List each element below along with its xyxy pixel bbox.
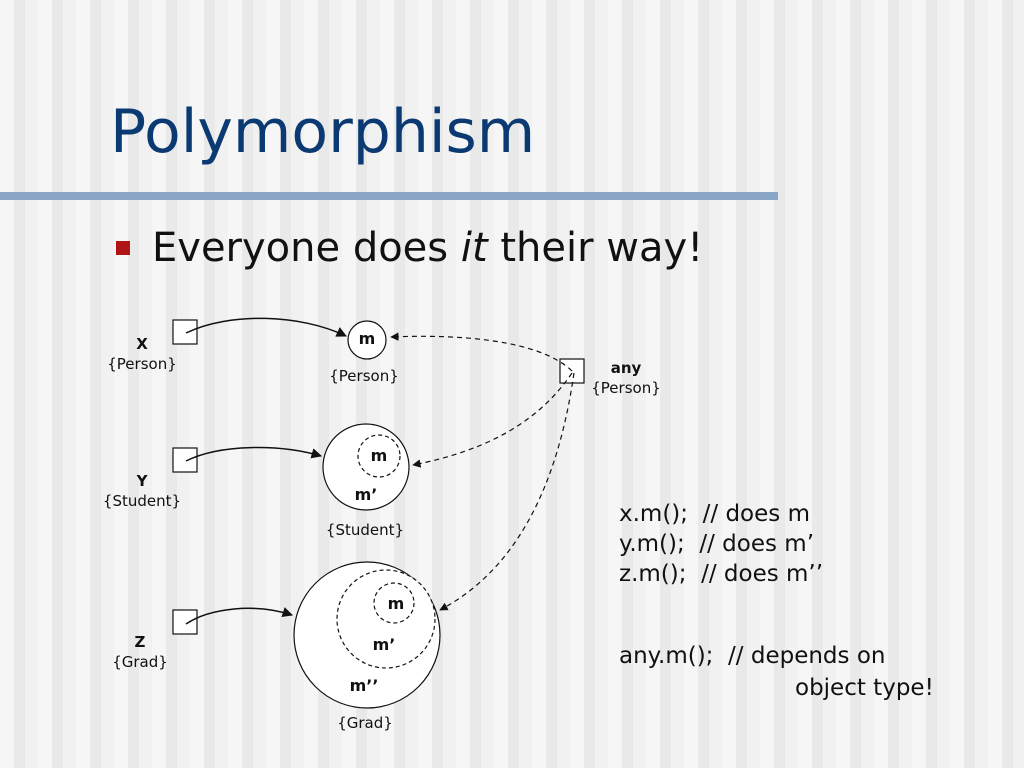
any-type-label: {Person} <box>591 379 661 397</box>
student-override-method-label: m’ <box>355 485 378 504</box>
y-reference-box <box>172 447 198 473</box>
bullet-text-before: Everyone does <box>152 225 461 271</box>
any-label: any <box>611 359 642 377</box>
y-to-student-arrow <box>185 446 323 462</box>
bullet-text: Everyone does it their way! <box>152 225 703 271</box>
x-to-person-arrow <box>185 317 347 337</box>
any-to-person-dashed-arrow <box>390 332 573 372</box>
any-to-student-dashed-arrow <box>412 372 573 468</box>
person-method-label: m <box>359 329 376 348</box>
bullet-point: Everyone does it their way! <box>116 224 703 272</box>
x-type-label: {Person} <box>107 355 177 373</box>
z-to-grad-arrow <box>185 607 293 625</box>
grad-object-type: {Grad} <box>337 714 393 732</box>
bullet-square-icon <box>116 241 130 255</box>
x-reference-box <box>172 319 198 345</box>
z-reference-box <box>172 609 198 635</box>
y-type-label: {Student} <box>103 492 181 510</box>
student-inner-method-label: m <box>371 446 388 465</box>
bullet-text-after: their way! <box>487 225 704 271</box>
z-label: Z <box>135 633 146 651</box>
code-any-call-continued: object type! <box>795 675 934 701</box>
code-z-call: z.m(); // does m’’ <box>619 561 824 587</box>
person-object-circle <box>347 320 387 360</box>
grad-inner-method-label: m <box>388 594 405 613</box>
code-y-call: y.m(); // does m’ <box>619 531 815 557</box>
y-label: Y <box>136 472 149 490</box>
student-object-type: {Student} <box>326 521 404 539</box>
any-to-grad-dashed-arrow <box>439 372 575 611</box>
x-label: X <box>136 335 148 353</box>
code-any-call: any.m(); // depends on <box>619 643 886 669</box>
person-object-type: {Person} <box>329 367 399 385</box>
title-underline <box>0 192 778 200</box>
grad-inner-method-circle <box>373 582 415 624</box>
grad-middle-method-label: m’ <box>373 635 396 654</box>
bullet-text-emphasis: it <box>460 225 488 271</box>
z-type-label: {Grad} <box>112 653 168 671</box>
code-x-call: x.m(); // does m <box>619 501 810 527</box>
grad-outer-method-label: m’’ <box>350 676 379 695</box>
slide-title: Polymorphism <box>110 97 536 167</box>
student-inner-method-circle <box>357 434 401 478</box>
